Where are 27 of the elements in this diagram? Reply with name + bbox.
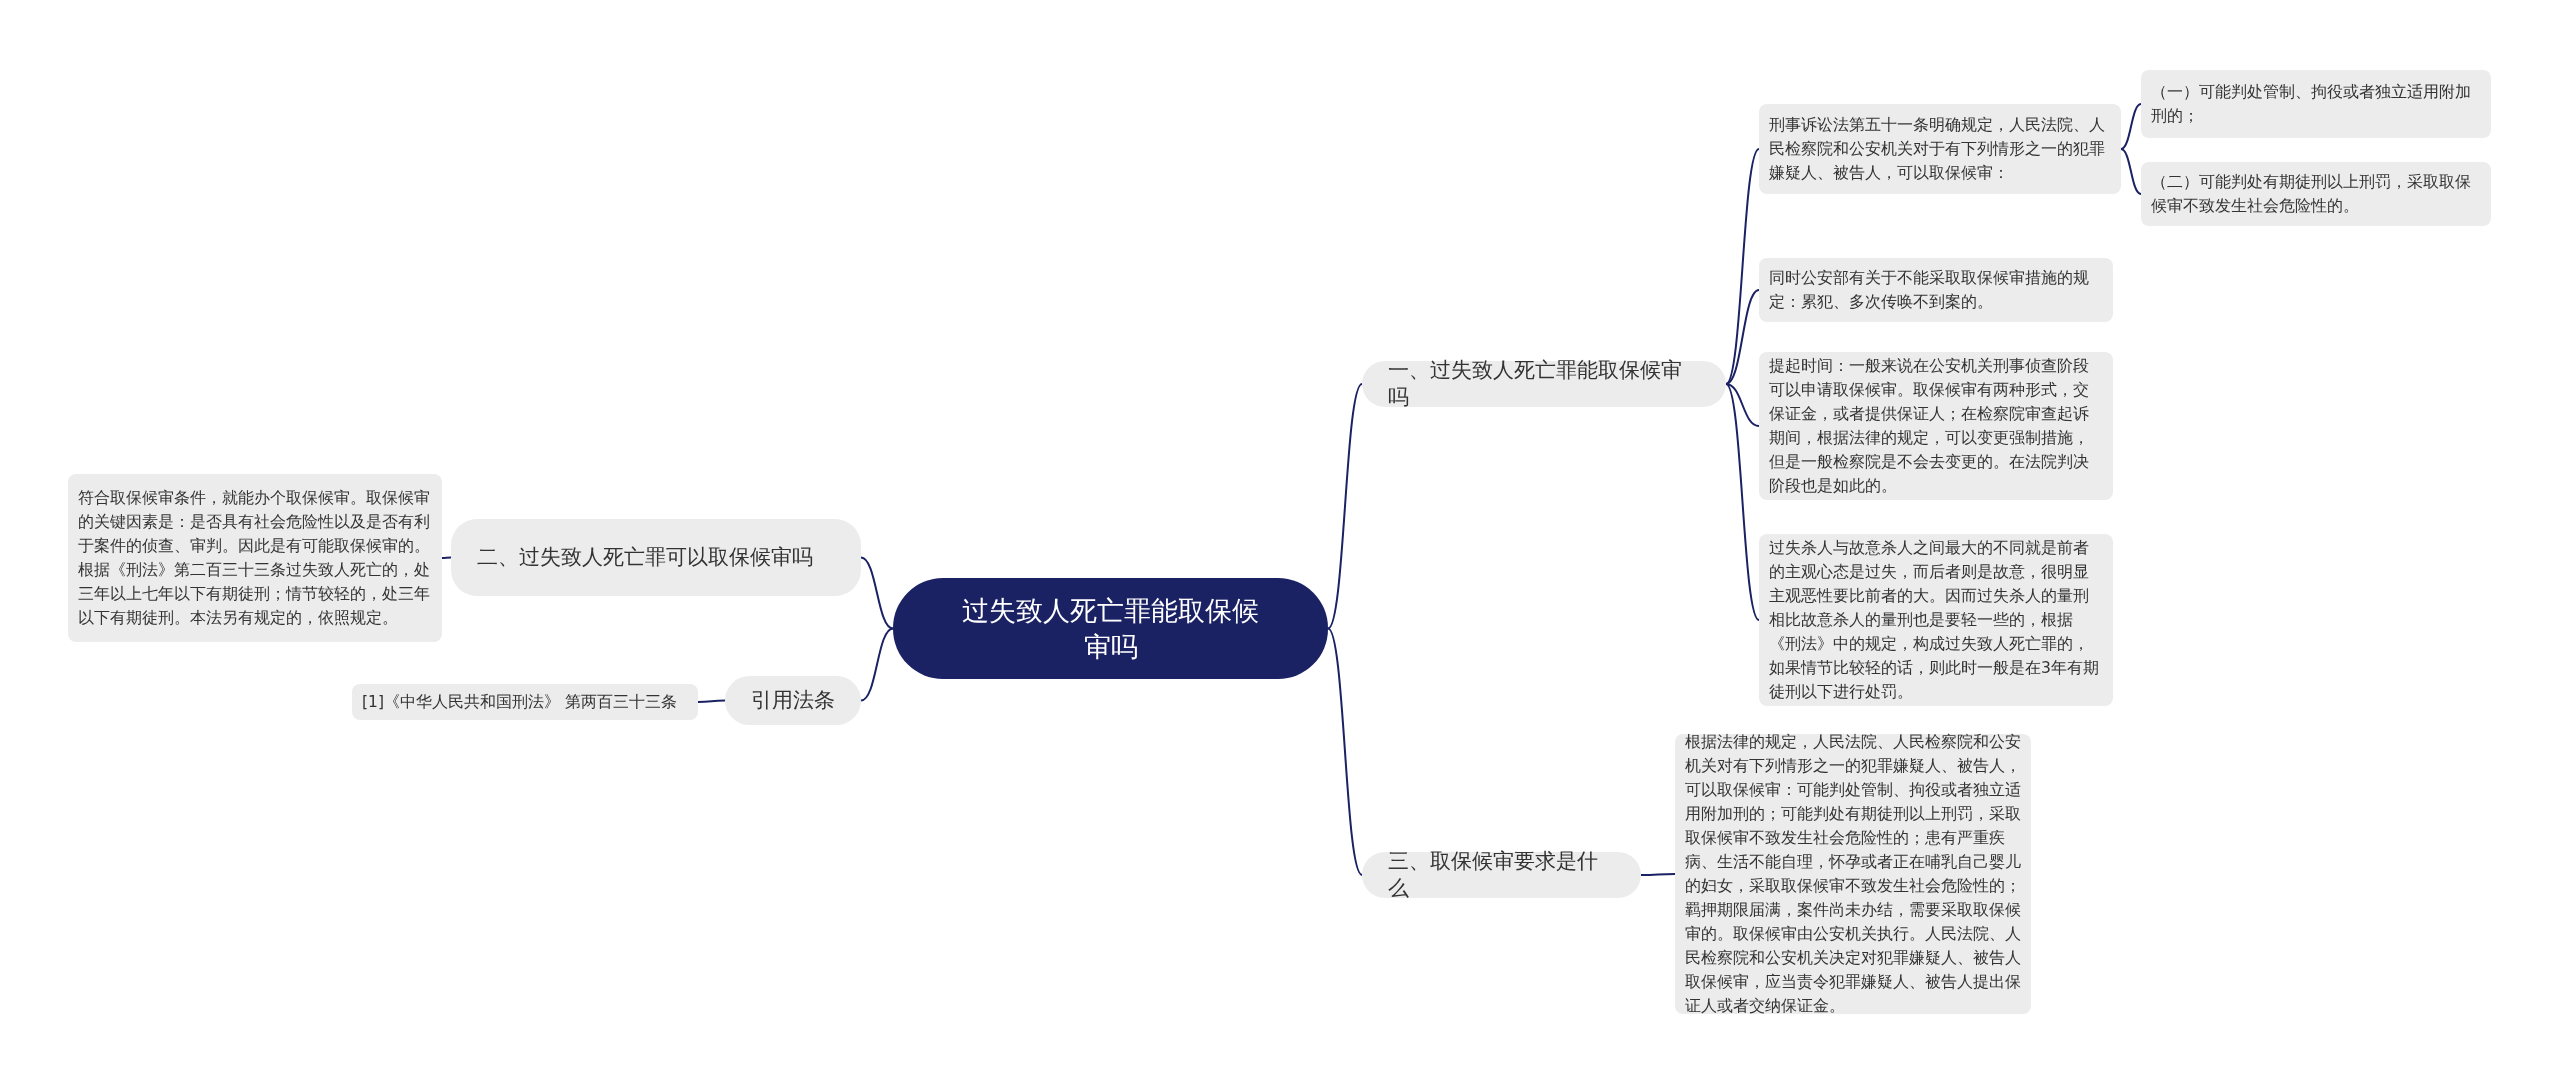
central-topic: 过失致人死亡罪能取保候审吗 xyxy=(893,578,1328,679)
note-card: [1]《中华人民共和国刑法》 第两百三十三条 xyxy=(352,684,698,720)
connector-line xyxy=(1725,289,1760,385)
note-card: 过失杀人与故意杀人之间最大的不同就是前者的主观心态是过失，而后者则是故意，很明显主观恶性要比前者的大。因而过失杀人的量刑相比故意杀人的量刑也是要轻一些的，根据《刑法》中的规定，构成过失致人死亡罪的，如果情节比较轻的话，则此时一般是在3年有期徒刑以下进行处罚。 xyxy=(1759,534,2113,706)
connector-line xyxy=(2120,103,2142,150)
topic-pill: 一、过失致人死亡罪能取保候审吗 xyxy=(1362,361,1726,407)
connector-line xyxy=(860,627,894,702)
note-card: 同时公安部有关于不能采取取保候审措施的规定：累犯、多次传唤不到案的。 xyxy=(1759,258,2113,322)
connector-line xyxy=(697,699,726,703)
connector-line xyxy=(1327,627,1363,876)
connector-line xyxy=(860,556,894,630)
note-card: （一）可能判处管制、拘役或者独立适用附加刑的； xyxy=(2141,70,2491,138)
topic-pill: 三、取保候审要求是什么 xyxy=(1362,852,1641,898)
note-card: 提起时间：一般来说在公安机关刑事侦查阶段可以申请取保候审。取保候审有两种形式，交保证金，或者提供保证人；在检察院审查起诉期间，根据法律的规定，可以变更强制措施，但是一般检察院是不会去变更的。在法院判决阶段也是如此的。 xyxy=(1759,352,2113,500)
note-card: 刑事诉讼法第五十一条明确规定，人民法院、人民检察院和公安机关对于有下列情形之一的犯罪嫌疑人、被告人，可以取保候审： xyxy=(1759,104,2121,194)
topic-pill: 引用法条 xyxy=(725,676,861,725)
connector-line xyxy=(2120,148,2142,195)
connector-line xyxy=(1327,383,1363,630)
connector-line xyxy=(441,556,452,559)
note-card: 根据法律的规定，人民法院、人民检察院和公安机关对有下列情形之一的犯罪嫌疑人、被告人，可以取保候审：可能判处管制、拘役或者独立适用附加刑的；可能判处有期徒刑以上刑罚，采取取保候审不致发生社会危险性的；患有严重疾病、生活不能自理，怀孕或者正在哺乳自己婴儿的妇女，采取取保候审不致发生社会危险性的；羁押期限届满，案件尚未办结，需要采取取保候审的。取保候审由公安机关执行。人民法院、人民检察院和公安机关决定对犯罪嫌疑人、被告人取保候审，应当责令犯罪嫌疑人、被告人提出保证人或者交纳保证金。 xyxy=(1675,734,2031,1014)
topic-pill: 二、过失致人死亡罪可以取保候审吗 xyxy=(451,519,861,596)
note-card: 符合取保候审条件，就能办个取保候审。取保候审的关键因素是：是否具有社会危险性以及是否有利于案件的侦查、审判。因此是有可能取保候审的。根据《刑法》第二百三十三条过失致人死亡的，处三年以上七年以下有期徒刑；情节较轻的，处三年以下有期徒刑。本法另有规定的，依照规定。 xyxy=(68,474,442,642)
note-card: （二）可能判处有期徒刑以上刑罚，采取取保候审不致发生社会危险性的。 xyxy=(2141,162,2491,226)
connector-line xyxy=(1725,148,1760,385)
connector-line xyxy=(1640,873,1676,876)
connector-line xyxy=(1725,383,1760,427)
connector-line xyxy=(1725,383,1760,621)
